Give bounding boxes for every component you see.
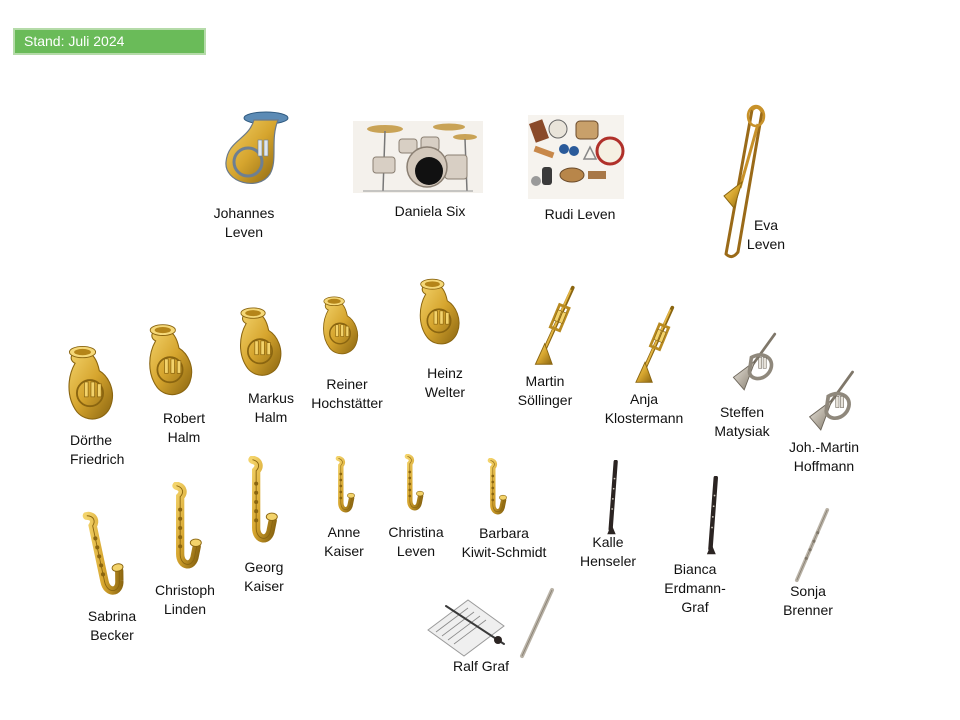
- tenor-saxophone-icon: [78, 510, 124, 602]
- member-name: Sonja Brenner: [783, 583, 833, 618]
- tenor-horn-icon: [62, 338, 118, 424]
- member-name: Georg Kaiser: [244, 559, 284, 594]
- trumpet-icon: [628, 304, 682, 386]
- member-name: Daniela Six: [394, 203, 466, 219]
- status-badge: Stand: Juli 2024: [13, 28, 206, 55]
- conductor-score-and-flute-icon: [424, 586, 558, 660]
- clarinet-icon: [696, 476, 732, 556]
- baritone-icon: [318, 282, 362, 366]
- member-name: Johannes Leven: [213, 205, 275, 240]
- flute-icon: [792, 508, 832, 584]
- member-name: Joh.-Martin Hoffmann: [788, 439, 860, 474]
- member-name: Kalle Henseler: [579, 534, 637, 569]
- member-name: Steffen Matysiak: [714, 404, 770, 439]
- member-name: Anne Kaiser: [324, 524, 364, 559]
- member-name: Markus Halm: [248, 390, 294, 425]
- member-name: Heinz Welter: [424, 365, 466, 400]
- alto-saxophone-icon: [480, 458, 508, 518]
- member-name: Reiner Hochstätter: [311, 376, 383, 411]
- member-name: Bianca Erdmann- Graf: [664, 561, 726, 615]
- tenor-horn-icon: [143, 316, 197, 400]
- clarinet-icon: [596, 460, 632, 536]
- trumpet-icon: [530, 284, 580, 368]
- member-name: Dörthe Friedrich: [70, 432, 125, 467]
- tenor-saxophone-icon: [236, 456, 280, 548]
- alto-saxophone-icon: [397, 454, 425, 514]
- tenor-horn-icon: [234, 297, 286, 383]
- tuba-icon: [218, 110, 289, 192]
- drum-kit-icon: [353, 121, 483, 193]
- flugelhorn-icon: [728, 326, 782, 398]
- percussion-icon: [528, 115, 625, 199]
- flugelhorn-icon: [804, 366, 860, 436]
- alto-saxophone-icon: [328, 456, 356, 516]
- member-name: Anja Klostermann: [604, 391, 684, 426]
- member-name: Barbara Kiwit-Schmidt: [461, 525, 547, 560]
- member-name: Ralf Graf: [452, 658, 509, 674]
- member-name: Christina Leven: [388, 524, 444, 559]
- trombone-icon: [712, 104, 772, 259]
- tenor-saxophone-icon: [160, 482, 204, 574]
- member-name: Rudi Leven: [544, 206, 616, 222]
- member-name: Christoph Linden: [155, 582, 215, 617]
- baritone-icon: [414, 268, 464, 352]
- member-name: Eva Leven: [746, 217, 786, 252]
- member-name: Martin Söllinger: [517, 373, 573, 408]
- member-name: Sabrina Becker: [87, 608, 137, 643]
- member-name: Robert Halm: [162, 410, 206, 445]
